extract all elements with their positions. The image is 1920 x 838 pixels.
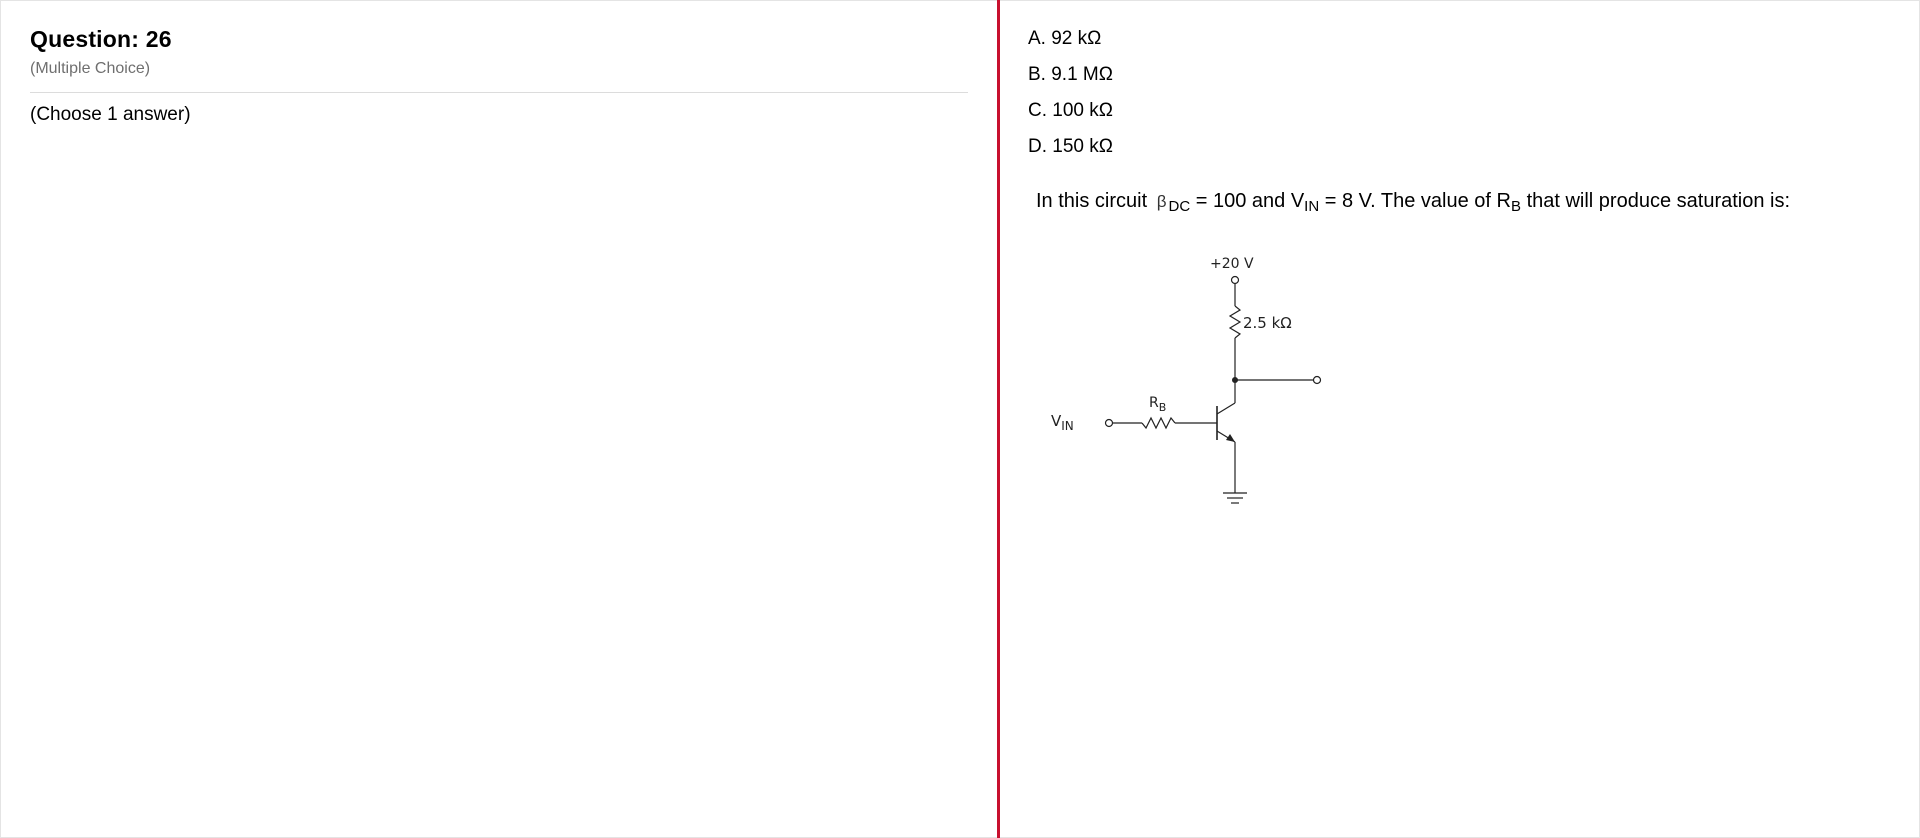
beta-subscript: DC <box>1168 198 1191 215</box>
collector-resistor <box>1228 305 1242 339</box>
beta-symbol: β <box>1156 192 1167 211</box>
transistor-collector <box>1216 402 1236 415</box>
answer-panel: A. 92 kΩ B. 9.1 MΩ C. 100 kΩ D. 150 kΩ I… <box>1000 0 1920 838</box>
answer-options: A. 92 kΩ B. 9.1 MΩ C. 100 kΩ D. 150 kΩ <box>1028 26 1113 170</box>
prompt-text-mid2: = 8 V. The value of R <box>1324 190 1511 212</box>
option-a[interactable]: A. 92 kΩ <box>1028 28 1102 49</box>
question-instruction: (Choose 1 answer) <box>30 104 191 125</box>
supply-terminal <box>1230 275 1240 285</box>
option-b[interactable]: B. 9.1 MΩ <box>1028 64 1113 85</box>
rb-subscript: B <box>1510 198 1521 215</box>
supply-label: +20 V <box>1210 256 1254 272</box>
output-terminal[interactable] <box>1312 375 1322 385</box>
base-resistor-label: RB <box>1149 395 1166 414</box>
input-label: VIN <box>1051 412 1074 433</box>
pane-divider[interactable] <box>997 0 1000 838</box>
base-resistor <box>1141 416 1176 430</box>
emitter-arrow <box>1226 434 1235 442</box>
prompt-text-start: In this circuit <box>1036 190 1148 212</box>
option-d[interactable]: D. 150 kΩ <box>1028 136 1113 157</box>
input-terminal[interactable] <box>1104 418 1114 428</box>
option-c[interactable]: C. 100 kΩ <box>1028 100 1113 121</box>
question-panel: Question: 26 (Multiple Choice) (Choose 1… <box>30 26 968 125</box>
question-type: (Multiple Choice) <box>30 60 151 77</box>
vin-subscript: IN <box>1304 198 1320 215</box>
collector-resistor-label: 2.5 kΩ <box>1243 314 1292 332</box>
question-title: Question: 26 <box>30 26 172 52</box>
circuit-diagram: +20 V 2.5 kΩ RB VIN <box>1051 256 1322 504</box>
question-divider <box>30 92 968 93</box>
prompt-text-end: that will produce saturation is: <box>1526 190 1791 212</box>
prompt-text-mid1: = 100 and V <box>1195 190 1305 212</box>
